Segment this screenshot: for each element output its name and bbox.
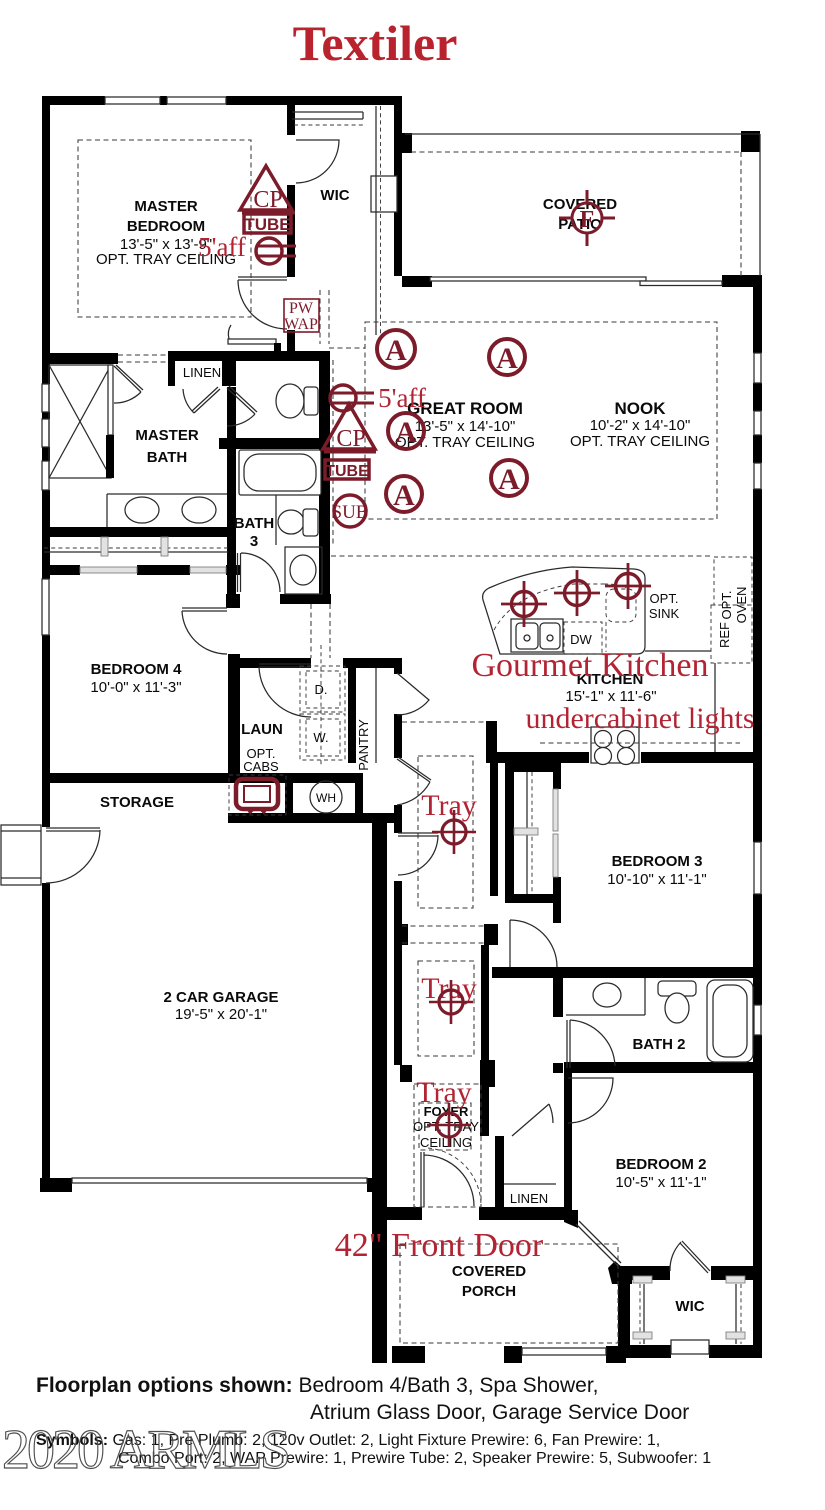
svg-text:MASTER: MASTER	[135, 427, 199, 444]
svg-text:PORCH: PORCH	[462, 1283, 516, 1300]
svg-text:CP: CP	[253, 187, 282, 213]
svg-text:2020 ARMLS: 2020 ARMLS	[2, 1419, 288, 1481]
svg-text:BEDROOM 4: BEDROOM 4	[91, 661, 183, 678]
svg-text:OPT.: OPT.	[247, 746, 276, 761]
svg-text:NOOK: NOOK	[615, 399, 667, 418]
svg-text:Floorplan options shown: Bedro: Floorplan options shown: Bedroom 4/Bath …	[36, 1374, 599, 1397]
svg-text:MASTER: MASTER	[134, 198, 198, 215]
svg-text:BEDROOM 3: BEDROOM 3	[612, 853, 703, 870]
svg-text:D.: D.	[315, 682, 328, 697]
svg-text:A: A	[496, 342, 518, 375]
svg-text:undercabinet lights: undercabinet lights	[525, 702, 754, 735]
svg-text:BATH: BATH	[234, 515, 275, 532]
svg-text:10'-0" x 11'-3": 10'-0" x 11'-3"	[90, 679, 181, 696]
svg-text:CP: CP	[336, 426, 365, 452]
svg-text:A: A	[393, 479, 415, 512]
svg-text:OVEN: OVEN	[734, 587, 749, 624]
svg-text:WIC: WIC	[320, 187, 349, 204]
svg-text:GREAT ROOM: GREAT ROOM	[407, 399, 523, 418]
svg-text:Tray: Tray	[421, 789, 477, 822]
svg-text:Atrium Glass Door, Garage Ser: Atrium Glass Door, Garage Service Door	[310, 1401, 689, 1424]
svg-text:BEDROOM 2: BEDROOM 2	[616, 1156, 707, 1173]
svg-text:OPT.: OPT.	[650, 591, 679, 606]
svg-text:OPT. TRAY CEILING: OPT. TRAY CEILING	[570, 433, 710, 450]
svg-text:COVERED: COVERED	[452, 1263, 526, 1280]
svg-text:LAUN: LAUN	[241, 721, 283, 738]
svg-text:Tray: Tray	[421, 972, 477, 1005]
svg-text:SUB: SUB	[332, 502, 369, 523]
svg-text:2 CAR GARAGE: 2 CAR GARAGE	[163, 989, 278, 1006]
svg-text:WH: WH	[316, 791, 336, 805]
svg-text:OPT.: OPT.	[719, 591, 734, 620]
svg-text:LINEN: LINEN	[510, 1191, 548, 1206]
svg-text:PW: PW	[289, 300, 314, 317]
svg-text:STORAGE: STORAGE	[100, 794, 174, 811]
svg-text:CABS: CABS	[243, 759, 279, 774]
svg-text:5'aff: 5'aff	[378, 383, 426, 413]
svg-text:OPT. TRAY CEILING: OPT. TRAY CEILING	[395, 434, 535, 451]
svg-text:3: 3	[250, 533, 258, 550]
svg-text:5'aff: 5'aff	[198, 232, 246, 262]
svg-text:Textiler: Textiler	[293, 15, 458, 71]
svg-text:15'-1" x 11'-6": 15'-1" x 11'-6"	[565, 688, 656, 705]
svg-text:13'-5" x 13'-9": 13'-5" x 13'-9"	[120, 236, 212, 253]
svg-text:10'-10" x 11'-1": 10'-10" x 11'-1"	[607, 871, 707, 888]
svg-text:Tray: Tray	[416, 1076, 472, 1109]
svg-text:SINK: SINK	[649, 606, 680, 621]
svg-text:A: A	[385, 334, 407, 367]
svg-text:TUBE: TUBE	[244, 215, 290, 234]
svg-text:BEDROOM: BEDROOM	[127, 218, 205, 235]
svg-text:OPT. TRAY: OPT. TRAY	[413, 1119, 479, 1134]
svg-text:A: A	[395, 416, 417, 449]
svg-text:LINEN: LINEN	[183, 365, 221, 380]
svg-text:13'-5" x 14'-10": 13'-5" x 14'-10"	[415, 418, 516, 435]
svg-text:42" Front Door: 42" Front Door	[335, 1227, 544, 1264]
svg-text:DW: DW	[570, 632, 592, 647]
svg-text:F: F	[580, 207, 595, 233]
svg-text:PATIO: PATIO	[558, 216, 602, 233]
svg-text:CEILING: CEILING	[420, 1135, 472, 1150]
svg-text:KITCHEN: KITCHEN	[577, 671, 644, 688]
svg-text:W.: W.	[313, 730, 328, 745]
svg-text:REF: REF	[717, 622, 732, 648]
svg-text:10'-2" x 14'-10": 10'-2" x 14'-10"	[590, 417, 691, 434]
svg-text:OPT. TRAY CEILING: OPT. TRAY CEILING	[96, 251, 236, 268]
svg-text:A: A	[498, 463, 520, 496]
svg-text:TUBE: TUBE	[325, 463, 369, 480]
svg-text:PANTRY: PANTRY	[356, 719, 371, 771]
svg-text:Combo Port: 2, WAP Prewire: 1: Combo Port: 2, WAP Prewire: 1, Prewire T…	[118, 1450, 711, 1467]
svg-text:WAP: WAP	[284, 316, 318, 333]
svg-text:Symbols: Gas: 1, Pre Plumb:: Symbols: Gas: 1, Pre Plumb: 2, 120v Outl…	[36, 1432, 660, 1449]
svg-text:WIC: WIC	[675, 1298, 704, 1315]
svg-text:Gourmet Kitchen: Gourmet Kitchen	[472, 647, 709, 684]
svg-text:BATH: BATH	[147, 449, 188, 466]
svg-text:10'-5" x 11'-1": 10'-5" x 11'-1"	[615, 1174, 706, 1191]
svg-text:19'-5" x 20'-1": 19'-5" x 20'-1"	[175, 1006, 267, 1023]
svg-text:BATH 2: BATH 2	[632, 1036, 685, 1053]
